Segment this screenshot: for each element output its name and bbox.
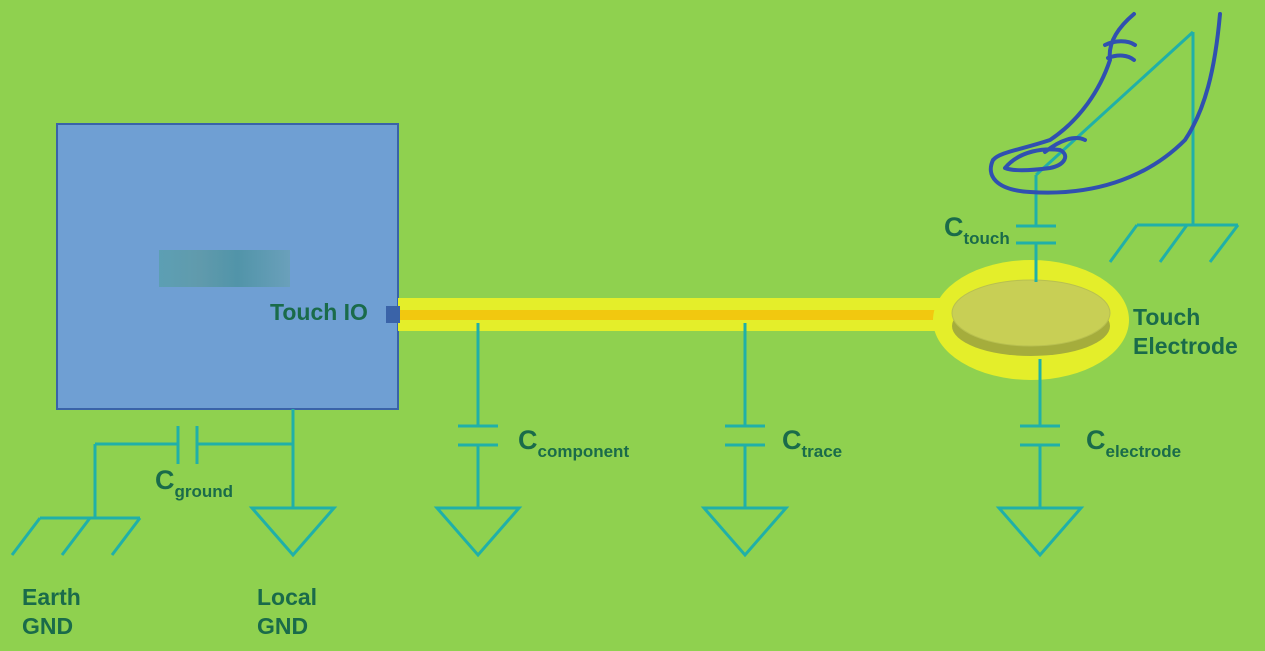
c-electrode-label: Celectrode [1086,425,1182,461]
c-touch-label: Ctouch [944,212,1010,248]
body-ground-path [1034,30,1240,263]
c-component-sub: component [537,442,630,461]
c-electrode-branch [995,359,1085,558]
touch-electrode-line1: Touch [1133,304,1201,330]
c-touch-sub: touch [963,229,1010,248]
c-touch-main: C [944,212,964,242]
chip-label-redacted [159,250,290,287]
earth-ground-symbol [10,516,142,556]
c-ground-sub: ground [174,482,234,501]
c-electrode-main: C [1086,425,1106,455]
earth-gnd-line2: GND [22,613,74,639]
touch-electrode-label: Touch Electrode [1133,303,1238,361]
c-trace-label: Ctrace [782,425,843,461]
touch-electrode-line2: Electrode [1133,333,1238,359]
electrode-disk [951,279,1111,347]
touch-io-label: Touch IO [270,299,368,325]
local-gnd-label: Local GND [257,583,317,641]
earth-gnd-line1: Earth [22,584,81,610]
c-trace-main: C [782,425,802,455]
c-component-label: Ccomponent [518,425,630,461]
earth-gnd-label: Earth GND [22,583,81,641]
c-ground-label: Cground [155,465,234,501]
c-electrode-sub: electrode [1105,442,1182,461]
touch-io-pad [386,306,400,323]
c-ground-branch [93,409,338,558]
c-component-branch [433,323,523,558]
local-gnd-line1: Local [257,584,318,610]
local-gnd-line2: GND [257,613,309,639]
finger-icon [988,12,1222,195]
trace-inner [398,310,958,320]
c-trace-sub: trace [801,442,843,461]
c-component-main: C [518,425,538,455]
c-ground-main: C [155,465,175,495]
c-trace-branch [700,323,790,558]
